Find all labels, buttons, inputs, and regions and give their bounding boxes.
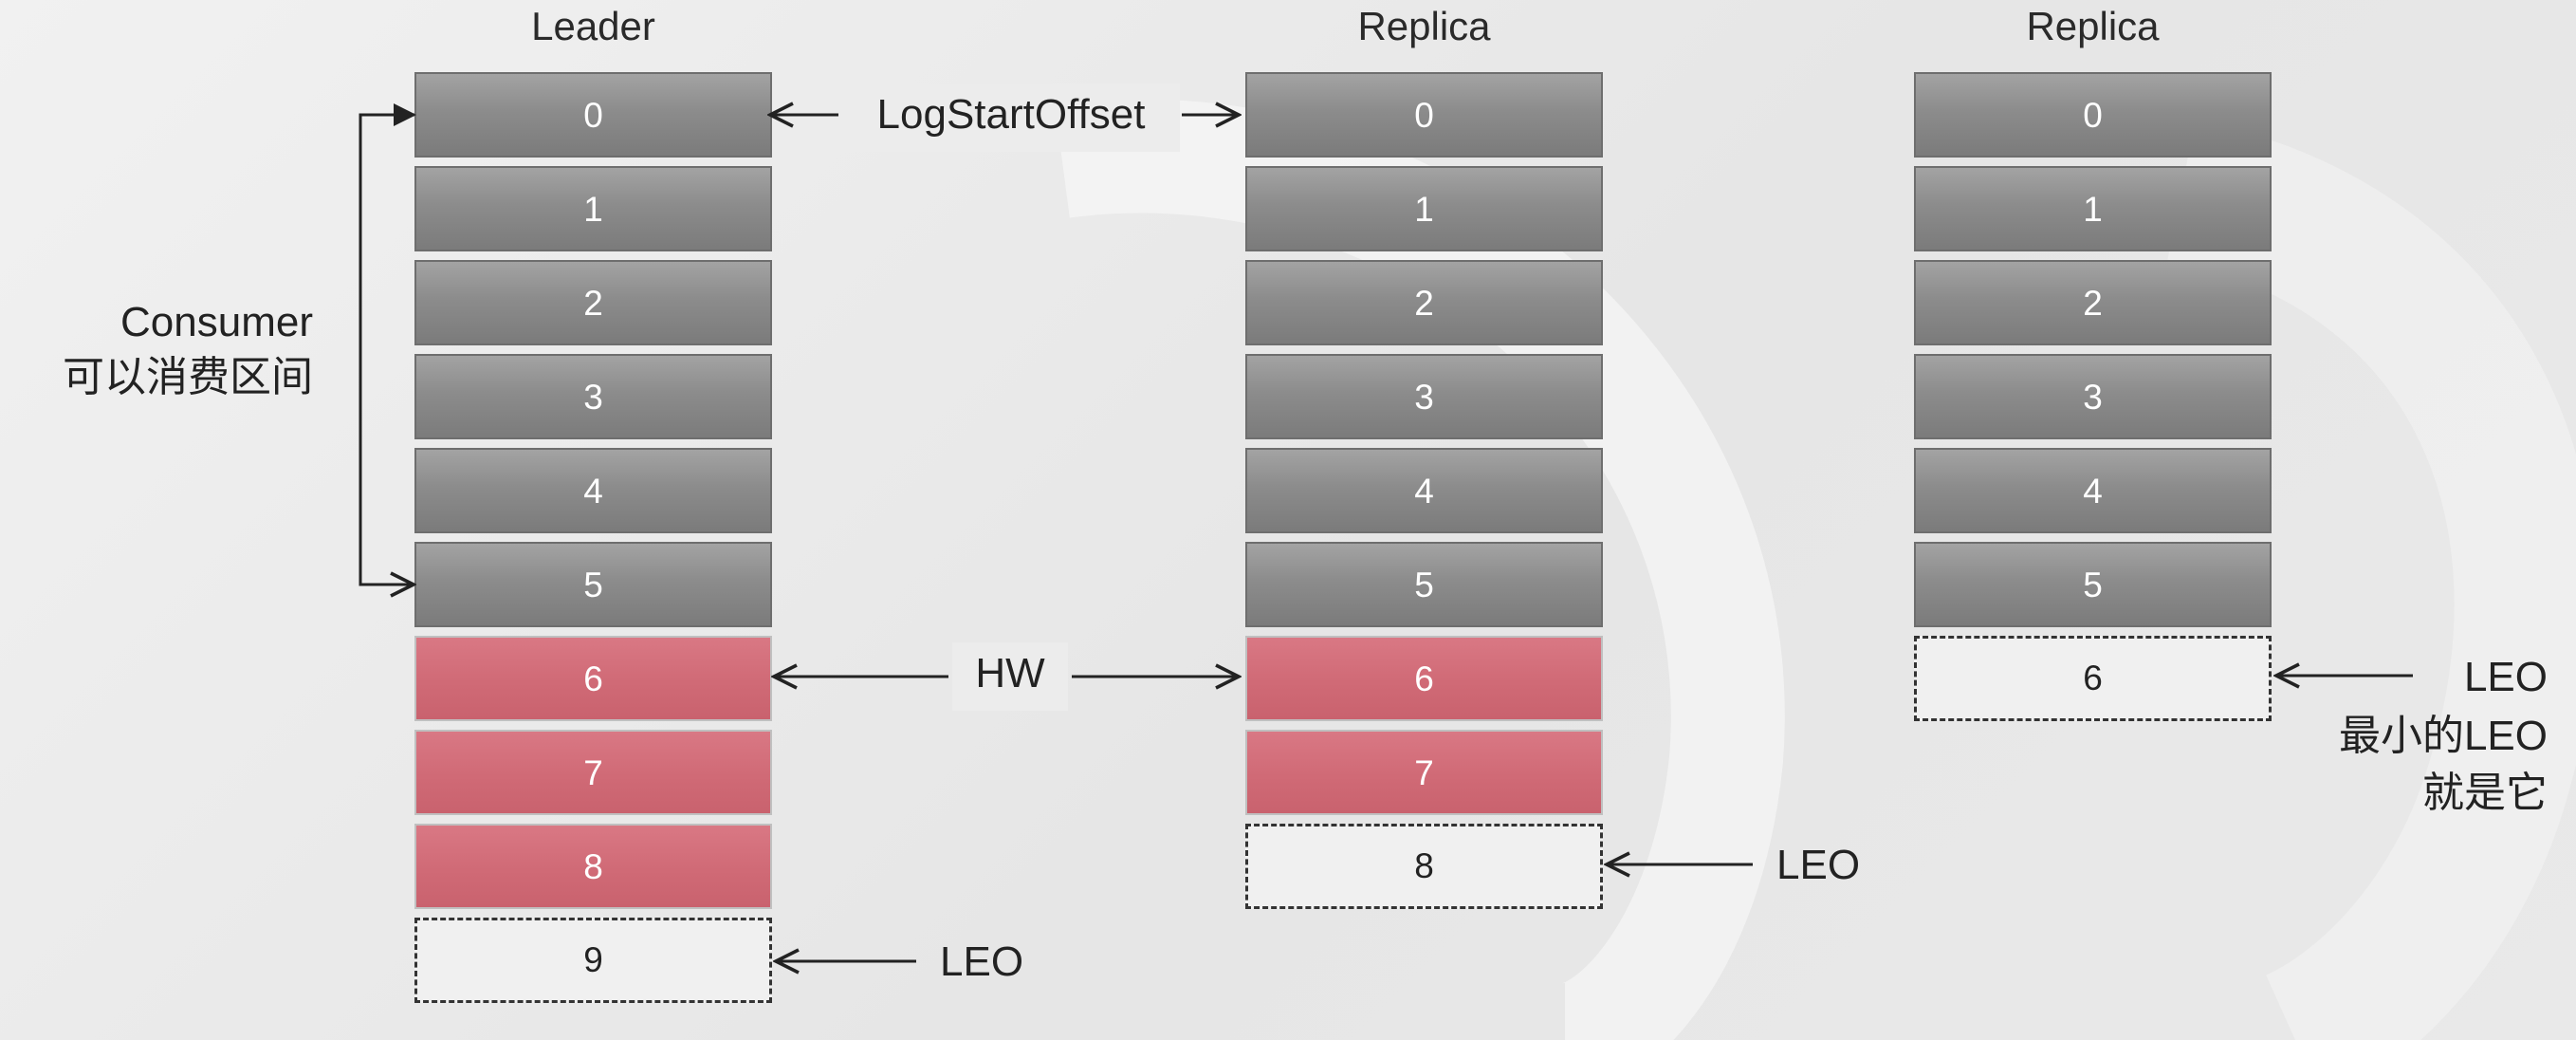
replica-1-offset-cell: 2 — [1245, 260, 1603, 345]
leader-offset-cell: 7 — [414, 730, 772, 815]
replica-1-offset-cell: 0 — [1245, 72, 1603, 158]
leader-offset-cell: 6 — [414, 636, 772, 721]
leader-offset-cell: 1 — [414, 166, 772, 251]
log-start-offset-label: LogStartOffset — [842, 84, 1180, 152]
replica-2-offset-cell: 4 — [1914, 448, 2272, 533]
replica-1-title: Replica — [1357, 4, 1491, 48]
replica-2-offset-cell: 3 — [1914, 354, 2272, 439]
replica-2-offset-cell: 2 — [1914, 260, 2272, 345]
hw-label: HW — [952, 642, 1068, 711]
replica-1-leo-label: LEO — [1776, 842, 1861, 888]
replica-1-offset-cell: 4 — [1245, 448, 1603, 533]
replica-2-leo-label: LEO — [2463, 654, 2548, 700]
replica-2-offset-cell: 0 — [1914, 72, 2272, 158]
replica-1-offset-cell: 1 — [1245, 166, 1603, 251]
replica-2-offset-cell-pending: 6 — [1914, 636, 2272, 721]
replica-1-offset-cell: 3 — [1245, 354, 1603, 439]
replica-1-offset-cell: 7 — [1245, 730, 1603, 815]
consumer-range-label-line2: 可以消费区间 — [63, 354, 313, 400]
leader-offset-cell: 5 — [414, 542, 772, 627]
replica-1-offset-cell: 5 — [1245, 542, 1603, 627]
leader-offset-cell: 4 — [414, 448, 772, 533]
leader-offset-cell: 2 — [414, 260, 772, 345]
leader-offset-cell: 0 — [414, 72, 772, 158]
min-leo-label-line2: 就是它 — [2422, 770, 2548, 816]
leader-title: Leader — [531, 4, 655, 48]
consumer-range-label-line1: Consumer — [120, 299, 313, 345]
leader-offset-cell: 8 — [414, 824, 772, 909]
leader-leo-label: LEO — [940, 938, 1024, 985]
replica-2-offset-cell: 5 — [1914, 542, 2272, 627]
leader-offset-cell-pending: 9 — [414, 918, 772, 1003]
replica-2-title: Replica — [2026, 4, 2160, 48]
replica-1-offset-cell-pending: 8 — [1245, 824, 1603, 909]
replica-2-offset-cell: 1 — [1914, 166, 2272, 251]
min-leo-label-line1: 最小的LEO — [2338, 713, 2548, 759]
replica-1-offset-cell: 6 — [1245, 636, 1603, 721]
leader-offset-cell: 3 — [414, 354, 772, 439]
